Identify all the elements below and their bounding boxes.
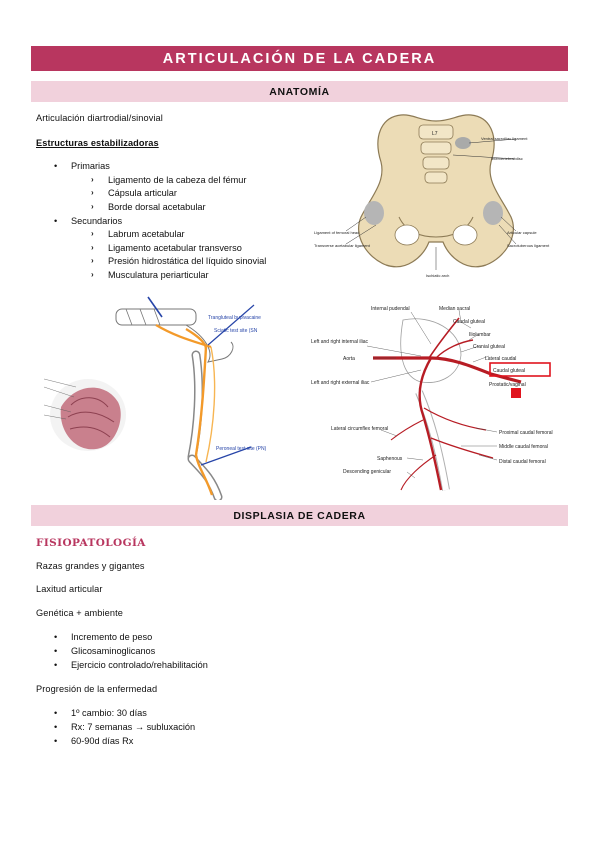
breeds-text: Razas grandes y gigantes: [36, 561, 145, 571]
needle-icon: [147, 296, 163, 318]
chevron-right-icon: ›: [91, 243, 94, 252]
sacroiliac-ligament: [455, 137, 471, 149]
genetics-text: Genética + ambiente: [36, 608, 123, 618]
lateral-caudal-label: Lateral caudal: [485, 356, 516, 362]
internal-iliac-label: Left and right internal iliac: [311, 339, 368, 345]
list-item-label: Rx: 7 semanas → subluxación: [71, 722, 196, 732]
list-item-label: Incremento de peso: [71, 632, 153, 642]
intervertebral-disc-label: Intervertebral disc: [491, 156, 523, 161]
list-item-label: Ejercicio controlado/rehabilitación: [71, 660, 208, 670]
muscle-fibers: [67, 397, 115, 438]
list-item-label: 1º cambio: 30 días: [71, 708, 147, 718]
sciatic-label: Sciatic test site (SN: [214, 328, 258, 334]
list-item-label: Ligamento de la cabeza del fémur: [108, 175, 247, 185]
distal-caudal-label: Distal caudal femoral: [499, 459, 546, 465]
aorta-label: Aorta: [343, 356, 355, 362]
ilium-bone: [400, 318, 462, 383]
l7-label: L7: [432, 131, 438, 137]
vertebra-shape: [420, 141, 452, 155]
list-item-label: Glicosaminoglicanos: [71, 646, 156, 656]
peroneal-label: Peroneal test site (PN): [216, 446, 267, 452]
vertebra-shape: [424, 171, 448, 184]
stabilizers-heading: Estructuras estabilizadoras: [36, 138, 159, 148]
femoral-head-ligament: [364, 201, 384, 225]
descending-genicular-label: Descending genicular: [343, 469, 391, 475]
needle-icon: [200, 446, 252, 466]
pathophysiology-heading: FISIOPATOLOGÍA: [36, 537, 146, 549]
sacrum-bone: [115, 308, 197, 326]
aorta-vessel: [373, 356, 522, 384]
bullet-icon: •: [54, 736, 58, 746]
sacrotuberous-label: Sacrotuberous ligament: [507, 243, 550, 248]
bullet-icon: •: [54, 646, 58, 656]
secondary-label: Secundarios: [71, 216, 123, 226]
branch-nerve: [205, 346, 216, 463]
bullet-icon: •: [54, 632, 58, 642]
list-item-label: Musculatura periarticular: [108, 270, 209, 280]
list-item-label: Cápsula articular: [108, 188, 177, 198]
iliolumbar-artery: [435, 339, 474, 359]
chevron-right-icon: ›: [91, 202, 94, 211]
chevron-right-icon: ›: [91, 188, 94, 197]
ischiatic-arch-label: Ischiatic arch: [426, 273, 449, 278]
caudal-gluteal-top-label: Caudal gluteal: [453, 319, 485, 325]
joint-type-text: Articulación diartrodial/sinovial: [36, 113, 163, 123]
progression-text: Progresión de la enfermedad: [36, 684, 158, 694]
prostatic-vaginal-label: Prostatic/vaginal: [489, 382, 526, 388]
saphenous-artery: [400, 454, 437, 491]
obturator-foramen: [394, 224, 420, 246]
middle-caudal-label: Middle caudal femoral: [499, 444, 548, 450]
internal-pudendal-label: Internal pudendal: [371, 306, 410, 312]
circumflex-artery: [390, 419, 424, 441]
highlight-box: [489, 362, 551, 377]
pelvis-ligaments-figure: L7 Ventral sacroiliac ligament Intervert…: [311, 107, 561, 282]
femoral-artery: [418, 357, 443, 491]
list-item-label: Presión hidrostática del líquido sinovia…: [108, 256, 267, 266]
chevron-right-icon: ›: [91, 256, 94, 265]
gluteal-artery: [428, 317, 460, 359]
vertebra-shape: [418, 124, 454, 140]
needle-icon: [207, 304, 255, 346]
highlight-marker: [511, 388, 521, 398]
bullet-icon: •: [54, 722, 58, 732]
list-item-label: Borde dorsal acetabular: [108, 202, 206, 212]
caudal-gluteal-box-label: Caudal gluteal: [493, 368, 525, 374]
pelvic-arteries-figure: Internal pudendal Median sacral Caudal g…: [311, 300, 567, 496]
section-dysplasia: DISPLASIA DE CADERA: [31, 505, 568, 526]
articular-capsule-label: Articular capsule: [507, 230, 537, 235]
sciatic-nerve: [194, 346, 214, 496]
chevron-right-icon: ›: [91, 229, 94, 238]
external-iliac-label: Left and right external iliac: [311, 380, 370, 386]
chevron-right-icon: ›: [91, 175, 94, 184]
bullet-icon: •: [54, 216, 58, 226]
articular-capsule-shape: [483, 201, 503, 225]
bullet-icon: •: [54, 708, 58, 718]
ligament-femoral-head-label: Ligament of femoral head: [314, 230, 359, 235]
list-item-label: Labrum acetabular: [108, 229, 185, 239]
iliolumbar-label: Iliolumbar: [469, 332, 491, 338]
primary-label: Primarias: [71, 161, 110, 171]
saphenous-label: Saphenous: [377, 456, 403, 462]
chevron-right-icon: ›: [91, 270, 94, 279]
nerve-block-figure: Trangluteal bupivacaine Sciatic test sit…: [36, 287, 306, 500]
obturator-foramen: [452, 224, 478, 246]
transverse-acetabular-label: Transverse acetabular ligament: [314, 243, 371, 248]
ventral-sacroiliac-label: Ventral sacroiliac ligament: [481, 136, 528, 141]
proximal-caudal-label: Proximal caudal femoral: [499, 430, 553, 436]
list-item-label: 60-90d días Rx: [71, 736, 134, 746]
list-item-label: Ligamento acetabular transverso: [108, 243, 242, 253]
trangluteal-label: Trangluteal bupivacaine: [208, 315, 261, 321]
caudal-femoral-artery: [430, 437, 494, 459]
section-anatomy: ANATOMÍA: [31, 81, 568, 102]
bullet-icon: •: [54, 161, 58, 171]
bullet-icon: •: [54, 660, 58, 670]
document-title: ARTICULACIÓN DE LA CADERA: [31, 46, 568, 71]
sacrum-segments: [125, 308, 161, 326]
median-sacral-label: Median sacral: [439, 306, 470, 312]
lateral-circumflex-label: Lateral circumflex femoral: [331, 426, 388, 432]
vertebra-shape: [422, 156, 450, 170]
laxity-text: Laxitud articular: [36, 584, 103, 594]
cranial-gluteal-label: Cranial gluteal: [473, 344, 505, 350]
